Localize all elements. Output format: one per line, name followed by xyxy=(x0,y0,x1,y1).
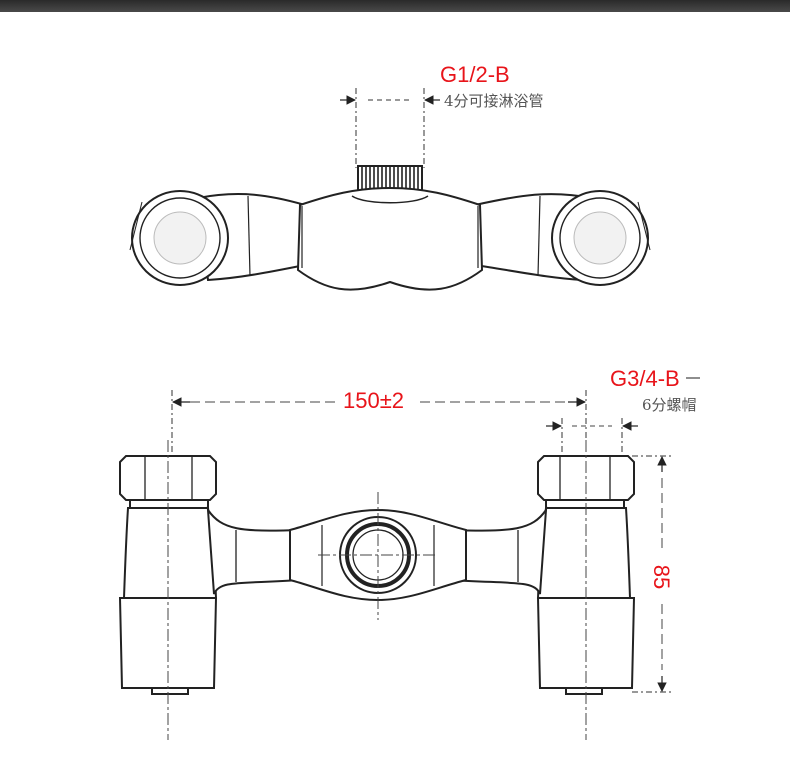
left-cross-arm xyxy=(206,506,301,595)
front-thread-spec: G3/4-B xyxy=(610,366,680,391)
top-view xyxy=(129,88,651,291)
right-handle-top xyxy=(551,190,651,286)
width-dimension-label: 150±2 xyxy=(340,388,408,414)
top-thread-spec: G1/2-B xyxy=(440,62,510,87)
right-leg xyxy=(536,507,632,599)
left-leg xyxy=(122,507,218,599)
top-bar xyxy=(0,0,790,12)
height-dimension-label: 85 xyxy=(648,561,675,593)
top-thread-note: 4分可接淋浴管 xyxy=(444,92,544,110)
front-view xyxy=(118,377,700,740)
left-handle-top xyxy=(129,190,229,286)
left-foot xyxy=(118,597,218,689)
front-thread-note: 6分螺帽 xyxy=(642,396,697,414)
right-foot xyxy=(536,597,636,689)
valve-body xyxy=(296,186,484,291)
